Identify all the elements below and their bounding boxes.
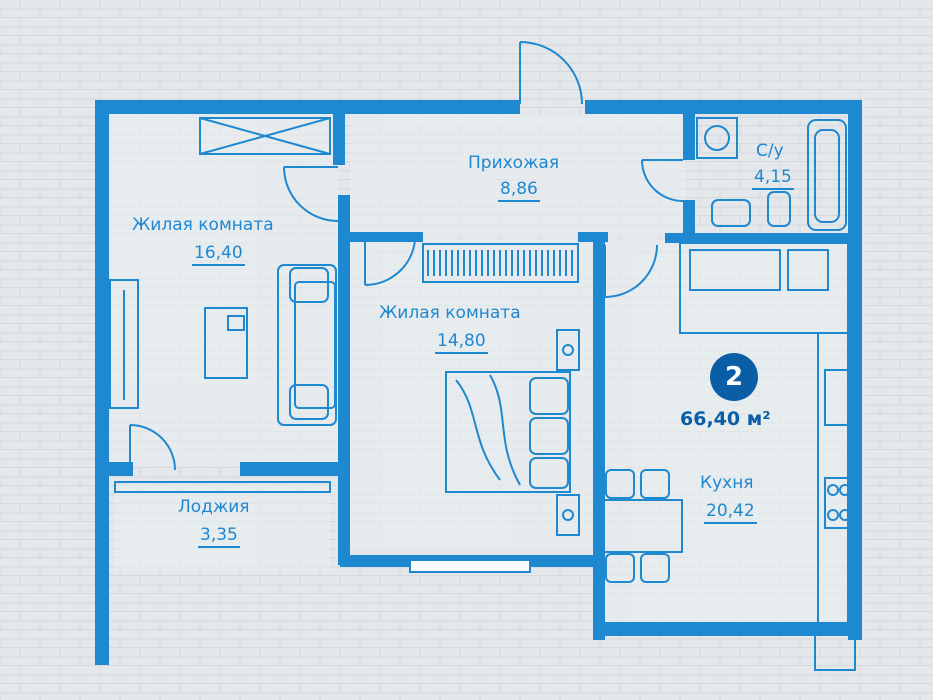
sofa — [277, 264, 337, 426]
apartment-number-badge: 2 — [710, 353, 758, 401]
dining-set — [601, 469, 683, 583]
room-name-hall: Прихожая — [468, 153, 560, 173]
room-name-bathroom: С/у — [756, 141, 784, 161]
coffee-table — [204, 307, 248, 379]
outer-walls — [95, 100, 862, 665]
windows — [109, 117, 856, 671]
room-name-living-2: Жилая комната — [379, 303, 521, 323]
room-area-bathroom: 4,15 — [752, 166, 794, 190]
room-name-kitchen: Кухня — [700, 473, 754, 493]
room-area-hall: 8,86 — [498, 178, 540, 202]
kitchen-counter — [679, 242, 856, 624]
room-area-living-2: 14,80 — [435, 330, 488, 354]
room-name-loggia: Лоджия — [178, 497, 250, 517]
radiator — [422, 243, 579, 283]
total-area: 66,40 м² — [680, 408, 771, 430]
room-area-loggia: 3,35 — [198, 524, 240, 548]
room-name-living-1: Жилая комната — [132, 215, 274, 235]
doors — [129, 41, 684, 471]
bed — [445, 329, 580, 536]
bathroom-fixtures — [696, 117, 847, 231]
room-area-living-1: 16,40 — [192, 242, 245, 266]
room-area-kitchen: 20,42 — [704, 500, 757, 524]
